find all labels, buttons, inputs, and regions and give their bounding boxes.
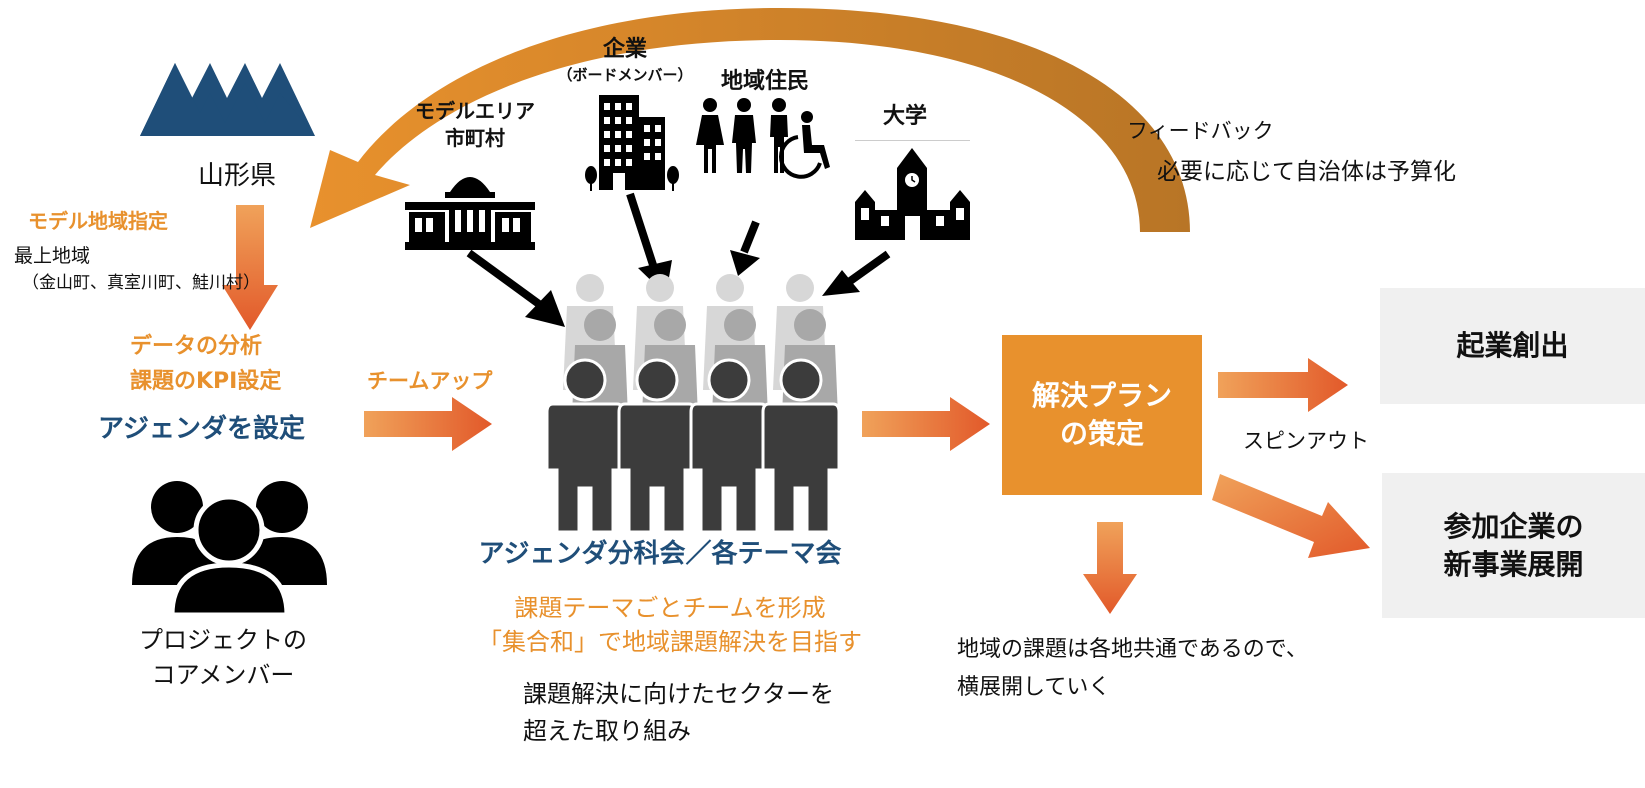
startup-box: 起業創出: [1380, 288, 1645, 404]
startup-arrow: [1218, 358, 1348, 412]
center-note-line2: 超えた取り組み: [523, 717, 691, 745]
municipality-arrow: [466, 249, 565, 327]
newbiz-line1: 参加企業の: [1443, 509, 1584, 543]
solution-plan-box: 解決プラン の策定: [1002, 335, 1202, 495]
teamup-arrow: [364, 397, 492, 451]
office-building-icon: [585, 95, 679, 191]
newbiz-line2: 新事業展開: [1443, 547, 1584, 581]
center-desc-line2: 「集合和」で地域課題解決を目指す: [478, 628, 862, 656]
towns-label: （金山町、真室川町、鮭川村）: [22, 273, 260, 293]
analysis-line1: データの分析: [130, 334, 263, 359]
spinout-label: スピンアウト: [1243, 429, 1369, 453]
to-plan-arrow: [862, 397, 990, 451]
company-label: 企業: [602, 37, 647, 62]
startup-label: 起業創出: [1456, 329, 1569, 363]
core-members-line1: プロジェクトの: [139, 626, 307, 654]
university-label: 大学: [882, 104, 927, 129]
university-arrow: [822, 250, 891, 296]
plan-line1: 解決プラン: [1031, 379, 1172, 413]
residents-label: 地域住民: [720, 69, 809, 94]
feedback-label: フィードバック: [1127, 119, 1274, 143]
city-hall-icon: [405, 177, 535, 250]
center-desc-line1: 課題テーマごとチームを形成: [514, 594, 826, 622]
agenda-label: アジェンダを設定: [98, 414, 305, 444]
center-title: アジェンダ分科会／各テーマ会: [478, 539, 842, 569]
yamagata-mountain-logo-icon: [140, 63, 315, 136]
teamup-label: チームアップ: [367, 369, 493, 393]
residents-people-icon: [696, 98, 830, 179]
crowd-of-people-icon: [545, 274, 841, 534]
company-sub-label: （ボードメンバー）: [557, 66, 693, 84]
core-members-line2: コアメンバー: [151, 661, 295, 689]
model-area-label: モデル地域指定: [28, 209, 168, 233]
down-arrow-left: [222, 205, 278, 330]
newbiz-box: 参加企業の 新事業展開: [1382, 473, 1645, 618]
budget-label: 必要に応じて自治体は予算化: [1157, 159, 1456, 185]
prefecture-label: 山形県: [198, 161, 277, 191]
newbiz-arrow: [1212, 474, 1370, 558]
municipality-label-line1: モデルエリア: [415, 99, 535, 123]
residents-arrow: [730, 220, 760, 276]
expansion-line2: 横展開していく: [957, 675, 1111, 700]
center-note-line1: 課題解決に向けたセクターを: [523, 680, 835, 708]
group-of-people-icon: [132, 481, 327, 618]
university-building-icon: [855, 140, 970, 240]
region-label: 最上地域: [14, 245, 91, 267]
expansion-line1: 地域の課題は各地共通であるので、: [957, 637, 1308, 662]
municipality-label-line2: 市町村: [445, 126, 505, 150]
plan-line2: の策定: [1059, 417, 1144, 450]
analysis-line2: 課題のKPI設定: [130, 369, 282, 394]
expansion-down-arrow: [1083, 522, 1137, 614]
